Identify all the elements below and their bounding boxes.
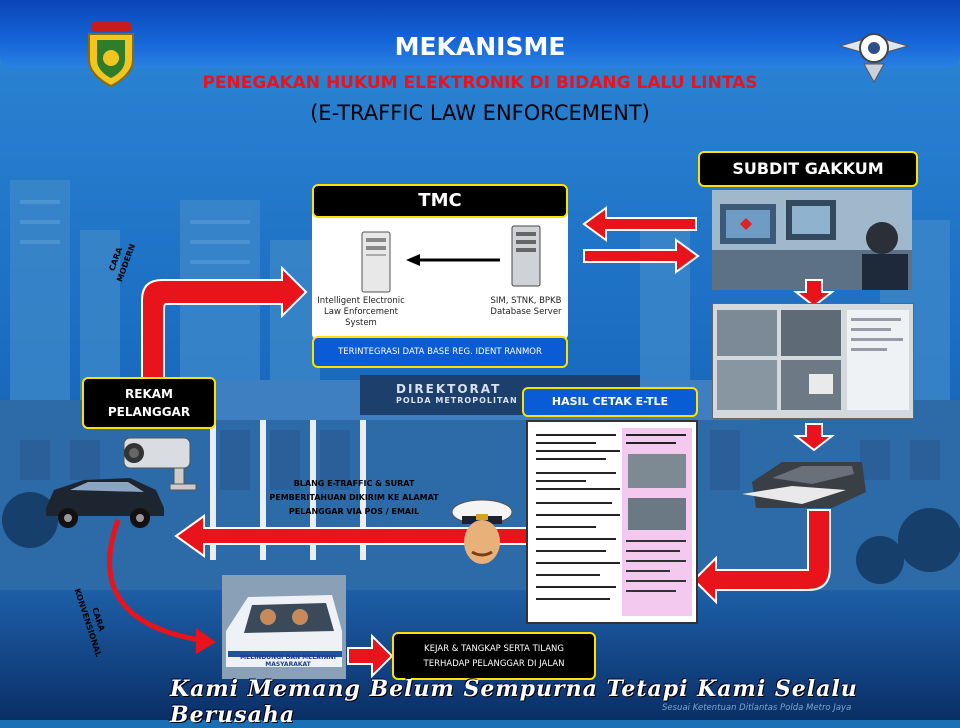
police-patrol-car-image (222, 575, 346, 679)
police-officer-icon (451, 499, 513, 564)
building-sign: DIREKTORAT POLDA METROPOLITAN (396, 382, 518, 405)
violating-car-image (46, 478, 164, 528)
cctv-camera-icon (123, 437, 197, 491)
title-band (0, 0, 960, 68)
ileles-server-icon (361, 231, 391, 293)
control-room-image (712, 190, 912, 290)
data-flow-arrow (406, 254, 500, 266)
camera-feed-monitor (712, 303, 914, 419)
tmc-label: TMC (312, 184, 568, 218)
page-title: MEKANISME (394, 32, 566, 61)
etle-document (526, 420, 698, 624)
subdit-gakkum-label: SUBDIT GAKKUM (698, 151, 918, 187)
camera-feed-grid (717, 310, 909, 410)
footer-credit: Sesuai Ketentuan Ditlantas Polda Metro J… (662, 703, 852, 713)
database-server-icon (511, 225, 541, 287)
page-subtitle-english: (E-TRAFFIC LAW ENFORCEMENT) (310, 101, 650, 125)
hasil-cetak-etle-label: HASIL CETAK E-TLE (522, 387, 698, 417)
traffic-police-logo (838, 33, 910, 84)
slogan: Kami Memang Belum Sempurna Tetapi Kami S… (170, 676, 858, 728)
police-badge-logo (88, 22, 134, 88)
page-subtitle: PENEGAKAN HUKUM ELEKTRONIK DI BIDANG LAL… (202, 73, 758, 93)
printer-icon (742, 462, 866, 508)
integrated-database-label: TERINTEGRASI DATA BASE REG. IDENT RANMOR (312, 336, 568, 368)
etle-document-content (532, 428, 692, 616)
